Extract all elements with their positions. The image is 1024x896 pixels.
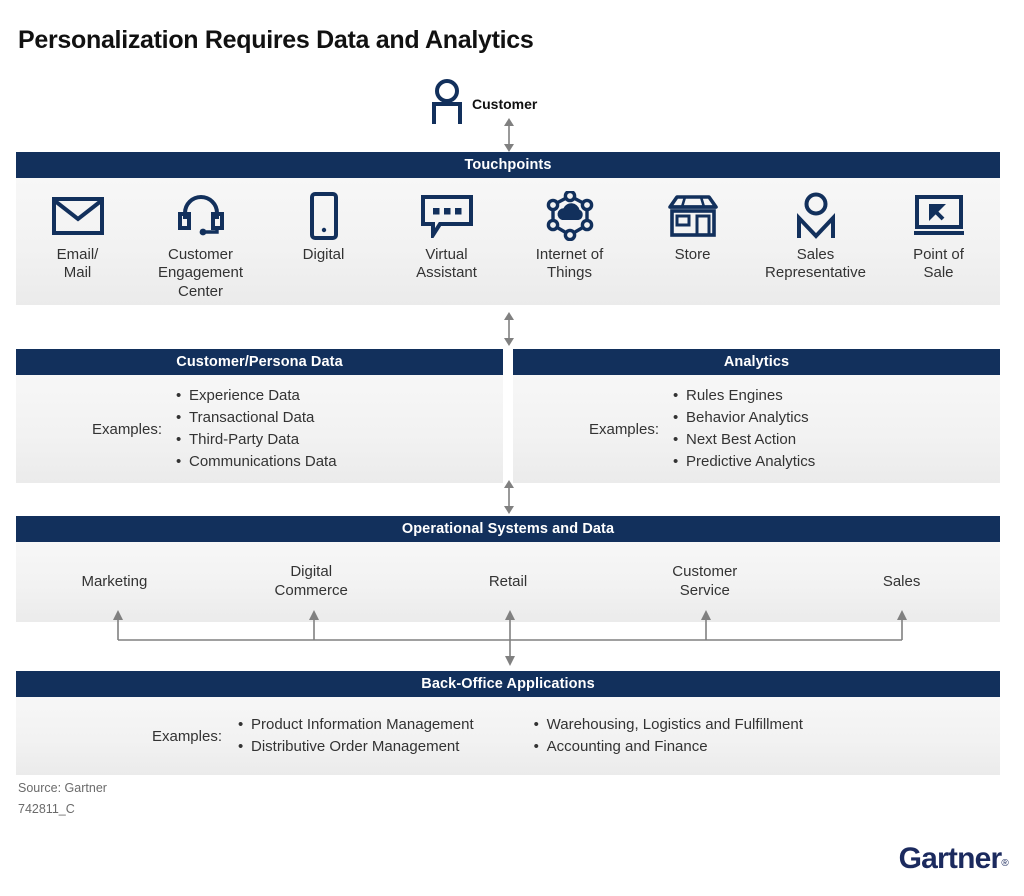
- logo-text: Gartner: [898, 842, 1003, 875]
- list-item: Accounting and Finance: [534, 736, 803, 758]
- list-item: Product Information Management: [238, 714, 474, 736]
- page-title: Personalization Requires Data and Analyt…: [18, 26, 534, 54]
- connector-customer-touchpoints: [501, 118, 517, 152]
- customer-persona-data-header: Customer/Persona Data: [16, 349, 503, 375]
- person-icon: [430, 78, 464, 129]
- touchpoints-header: Touchpoints: [16, 152, 1000, 178]
- list-item: Warehousing, Logistics and Fulfillment: [534, 714, 803, 736]
- opsys-item-retail[interactable]: Retail: [488, 572, 528, 590]
- section-touchpoints: Touchpoints Email/Mail: [16, 152, 1000, 305]
- touchpoint-label: Store: [674, 246, 711, 263]
- examples-label: Examples:: [91, 420, 162, 438]
- source-text: Source: Gartner: [18, 781, 107, 795]
- opsys-item-sales[interactable]: Sales: [882, 572, 921, 590]
- touchpoint-label: Email/Mail: [56, 246, 99, 282]
- examples-label: Examples:: [588, 420, 659, 438]
- iot-network-cloud-icon: [544, 191, 596, 241]
- analytics-header: Analytics: [513, 349, 1000, 375]
- customer-node: Customer: [430, 78, 537, 129]
- analytics-list: Rules Engines Behavior Analytics Next Be…: [673, 385, 815, 473]
- gartner-logo: Gartner®: [898, 842, 1009, 876]
- list-item: Communications Data: [176, 451, 337, 473]
- touchpoint-label: Digital: [302, 246, 345, 263]
- list-item: Next Best Action: [673, 429, 815, 451]
- panel-customer-persona-data: Customer/Persona Data Examples: Experien…: [16, 349, 503, 483]
- list-item: Third-Party Data: [176, 429, 337, 451]
- storefront-icon: [666, 192, 720, 240]
- connector-data-opsystems: [501, 480, 517, 514]
- customer-label: Customer: [472, 95, 538, 112]
- list-item: Experience Data: [176, 385, 337, 407]
- panel-analytics: Analytics Examples: Rules Engines Behavi…: [513, 349, 1000, 483]
- list-item: Predictive Analytics: [673, 451, 815, 473]
- back-office-list-right: Warehousing, Logistics and Fulfillment A…: [534, 714, 803, 758]
- back-office-header: Back-Office Applications: [16, 671, 1000, 697]
- touchpoint-store[interactable]: Store: [631, 192, 754, 264]
- source-note: Source: Gartner 742811_C: [18, 778, 107, 820]
- monitor-cursor-icon: [912, 192, 966, 240]
- data-analytics-row: Customer/Persona Data Examples: Experien…: [16, 349, 1000, 483]
- list-item: Behavior Analytics: [673, 407, 815, 429]
- analytics-body: Examples: Rules Engines Behavior Analyti…: [513, 375, 1000, 483]
- back-office-list-left: Product Information Management Distribut…: [238, 714, 474, 758]
- back-office-columns: Product Information Management Distribut…: [238, 714, 803, 758]
- customer-persona-data-list: Experience Data Transactional Data Third…: [176, 385, 337, 473]
- list-item: Distributive Order Management: [238, 736, 474, 758]
- mobile-phone-icon: [309, 192, 339, 240]
- connector-touchpoints-data: [501, 312, 517, 346]
- sales-person-icon: [795, 192, 837, 240]
- opsys-item-marketing[interactable]: Marketing: [81, 572, 148, 590]
- section-back-office-applications: Back-Office Applications Examples: Produ…: [16, 671, 1000, 775]
- back-office-body: Examples: Product Information Management…: [16, 697, 1000, 775]
- customer-persona-data-body: Examples: Experience Data Transactional …: [16, 375, 503, 483]
- section-operational-systems: Operational Systems and Data Marketing D…: [16, 516, 1000, 622]
- document-id: 742811_C: [18, 802, 75, 816]
- connector-bus-opsystems-backoffice: [16, 604, 1000, 666]
- operational-systems-header: Operational Systems and Data: [16, 516, 1000, 542]
- envelope-icon: [51, 192, 104, 240]
- headset-icon: [177, 192, 225, 240]
- registered-mark: ®: [1001, 858, 1008, 869]
- touchpoint-digital[interactable]: Digital: [262, 192, 385, 264]
- chat-bubble-icon: [420, 192, 474, 240]
- examples-label: Examples:: [151, 727, 222, 745]
- list-item: Rules Engines: [673, 385, 815, 407]
- touchpoint-email-mail[interactable]: Email/Mail: [16, 192, 139, 283]
- list-item: Transactional Data: [176, 407, 337, 429]
